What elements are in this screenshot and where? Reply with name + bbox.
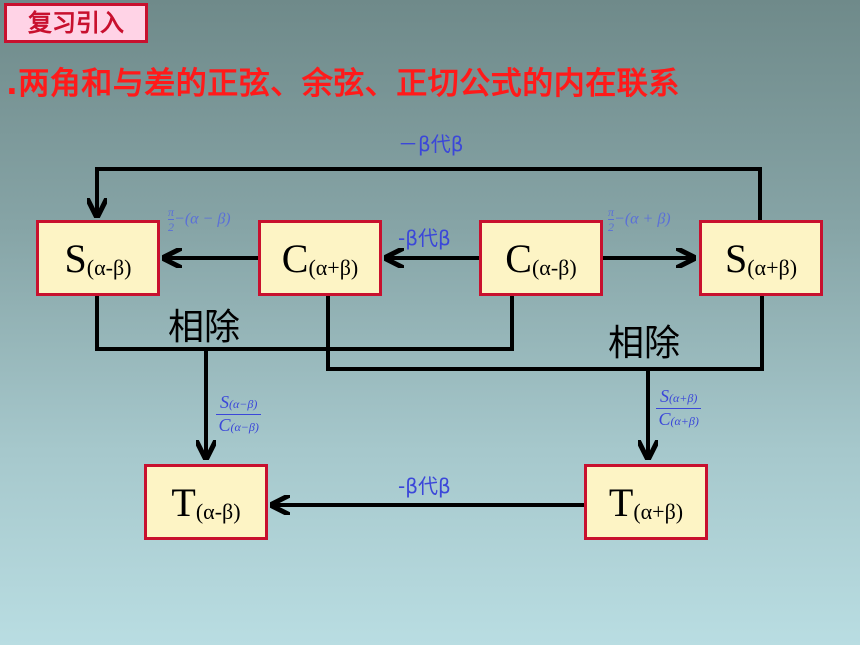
box-c-plus-letter: C bbox=[281, 235, 309, 281]
frac-right-den: C bbox=[658, 409, 671, 429]
frac-right-num: S bbox=[660, 386, 669, 406]
fraction-right: S(α+β) C(α+β) bbox=[656, 386, 702, 430]
frac-right-num-sub: (α+β) bbox=[669, 391, 698, 405]
frac-right-den-sub: (α+β) bbox=[670, 414, 699, 428]
box-t-minus: T(α-β) bbox=[144, 464, 268, 540]
box-s-plus-sub: (α+β) bbox=[747, 255, 798, 280]
formula-left-num: π bbox=[168, 205, 175, 220]
left-divide-line bbox=[95, 295, 514, 351]
box-s-plus-letter: S bbox=[724, 235, 748, 281]
formula-right-den: 2 bbox=[608, 220, 614, 234]
box-s-minus-sub: (α-β) bbox=[86, 255, 132, 280]
formula-right-rest: −(α + β) bbox=[614, 210, 671, 228]
top-loop-line bbox=[97, 167, 762, 220]
frac-left-num: S bbox=[220, 392, 229, 412]
right-divide-line bbox=[326, 295, 764, 371]
section-tag: 复习引入 bbox=[4, 3, 148, 43]
box-c-minus-sub: (α-β) bbox=[531, 255, 577, 280]
box-s-plus: S(α+β) bbox=[699, 220, 823, 296]
box-s-minus: S(α-β) bbox=[36, 220, 160, 296]
frac-left-den-sub: (α−β) bbox=[230, 420, 259, 434]
label-bottom: -β代β bbox=[398, 474, 451, 498]
formula-left-shift: π 2 −(α − β) bbox=[168, 205, 231, 234]
formula-left-rest: −(α − β) bbox=[174, 210, 231, 228]
box-t-plus-letter: T bbox=[608, 479, 634, 525]
slide-heading: .两角和与差的正弦、余弦、正切公式的内在联系 bbox=[6, 66, 680, 102]
formula-right-num: π bbox=[608, 205, 615, 220]
label-middle: -β代β bbox=[398, 226, 451, 250]
box-t-plus-sub: (α+β) bbox=[633, 499, 684, 524]
box-s-minus-letter: S bbox=[64, 235, 87, 281]
box-t-minus-sub: (α-β) bbox=[195, 499, 241, 524]
label-top-loop: －β代β bbox=[398, 132, 464, 156]
fraction-left: S(α−β) C(α−β) bbox=[216, 392, 262, 436]
frac-left-den: C bbox=[218, 415, 231, 435]
box-c-minus: C(α-β) bbox=[479, 220, 603, 296]
box-c-minus-letter: C bbox=[505, 235, 532, 281]
box-c-plus-sub: (α+β) bbox=[308, 255, 359, 280]
formula-left-den: 2 bbox=[168, 220, 174, 234]
frac-left-num-sub: (α−β) bbox=[229, 397, 258, 411]
formula-right-shift: π 2 −(α + β) bbox=[608, 205, 671, 234]
box-t-plus: T(α+β) bbox=[584, 464, 708, 540]
label-divide-left: 相除 bbox=[168, 307, 241, 348]
label-divide-right: 相除 bbox=[608, 323, 681, 364]
box-t-minus-letter: T bbox=[171, 479, 196, 525]
box-c-plus: C(α+β) bbox=[258, 220, 382, 296]
